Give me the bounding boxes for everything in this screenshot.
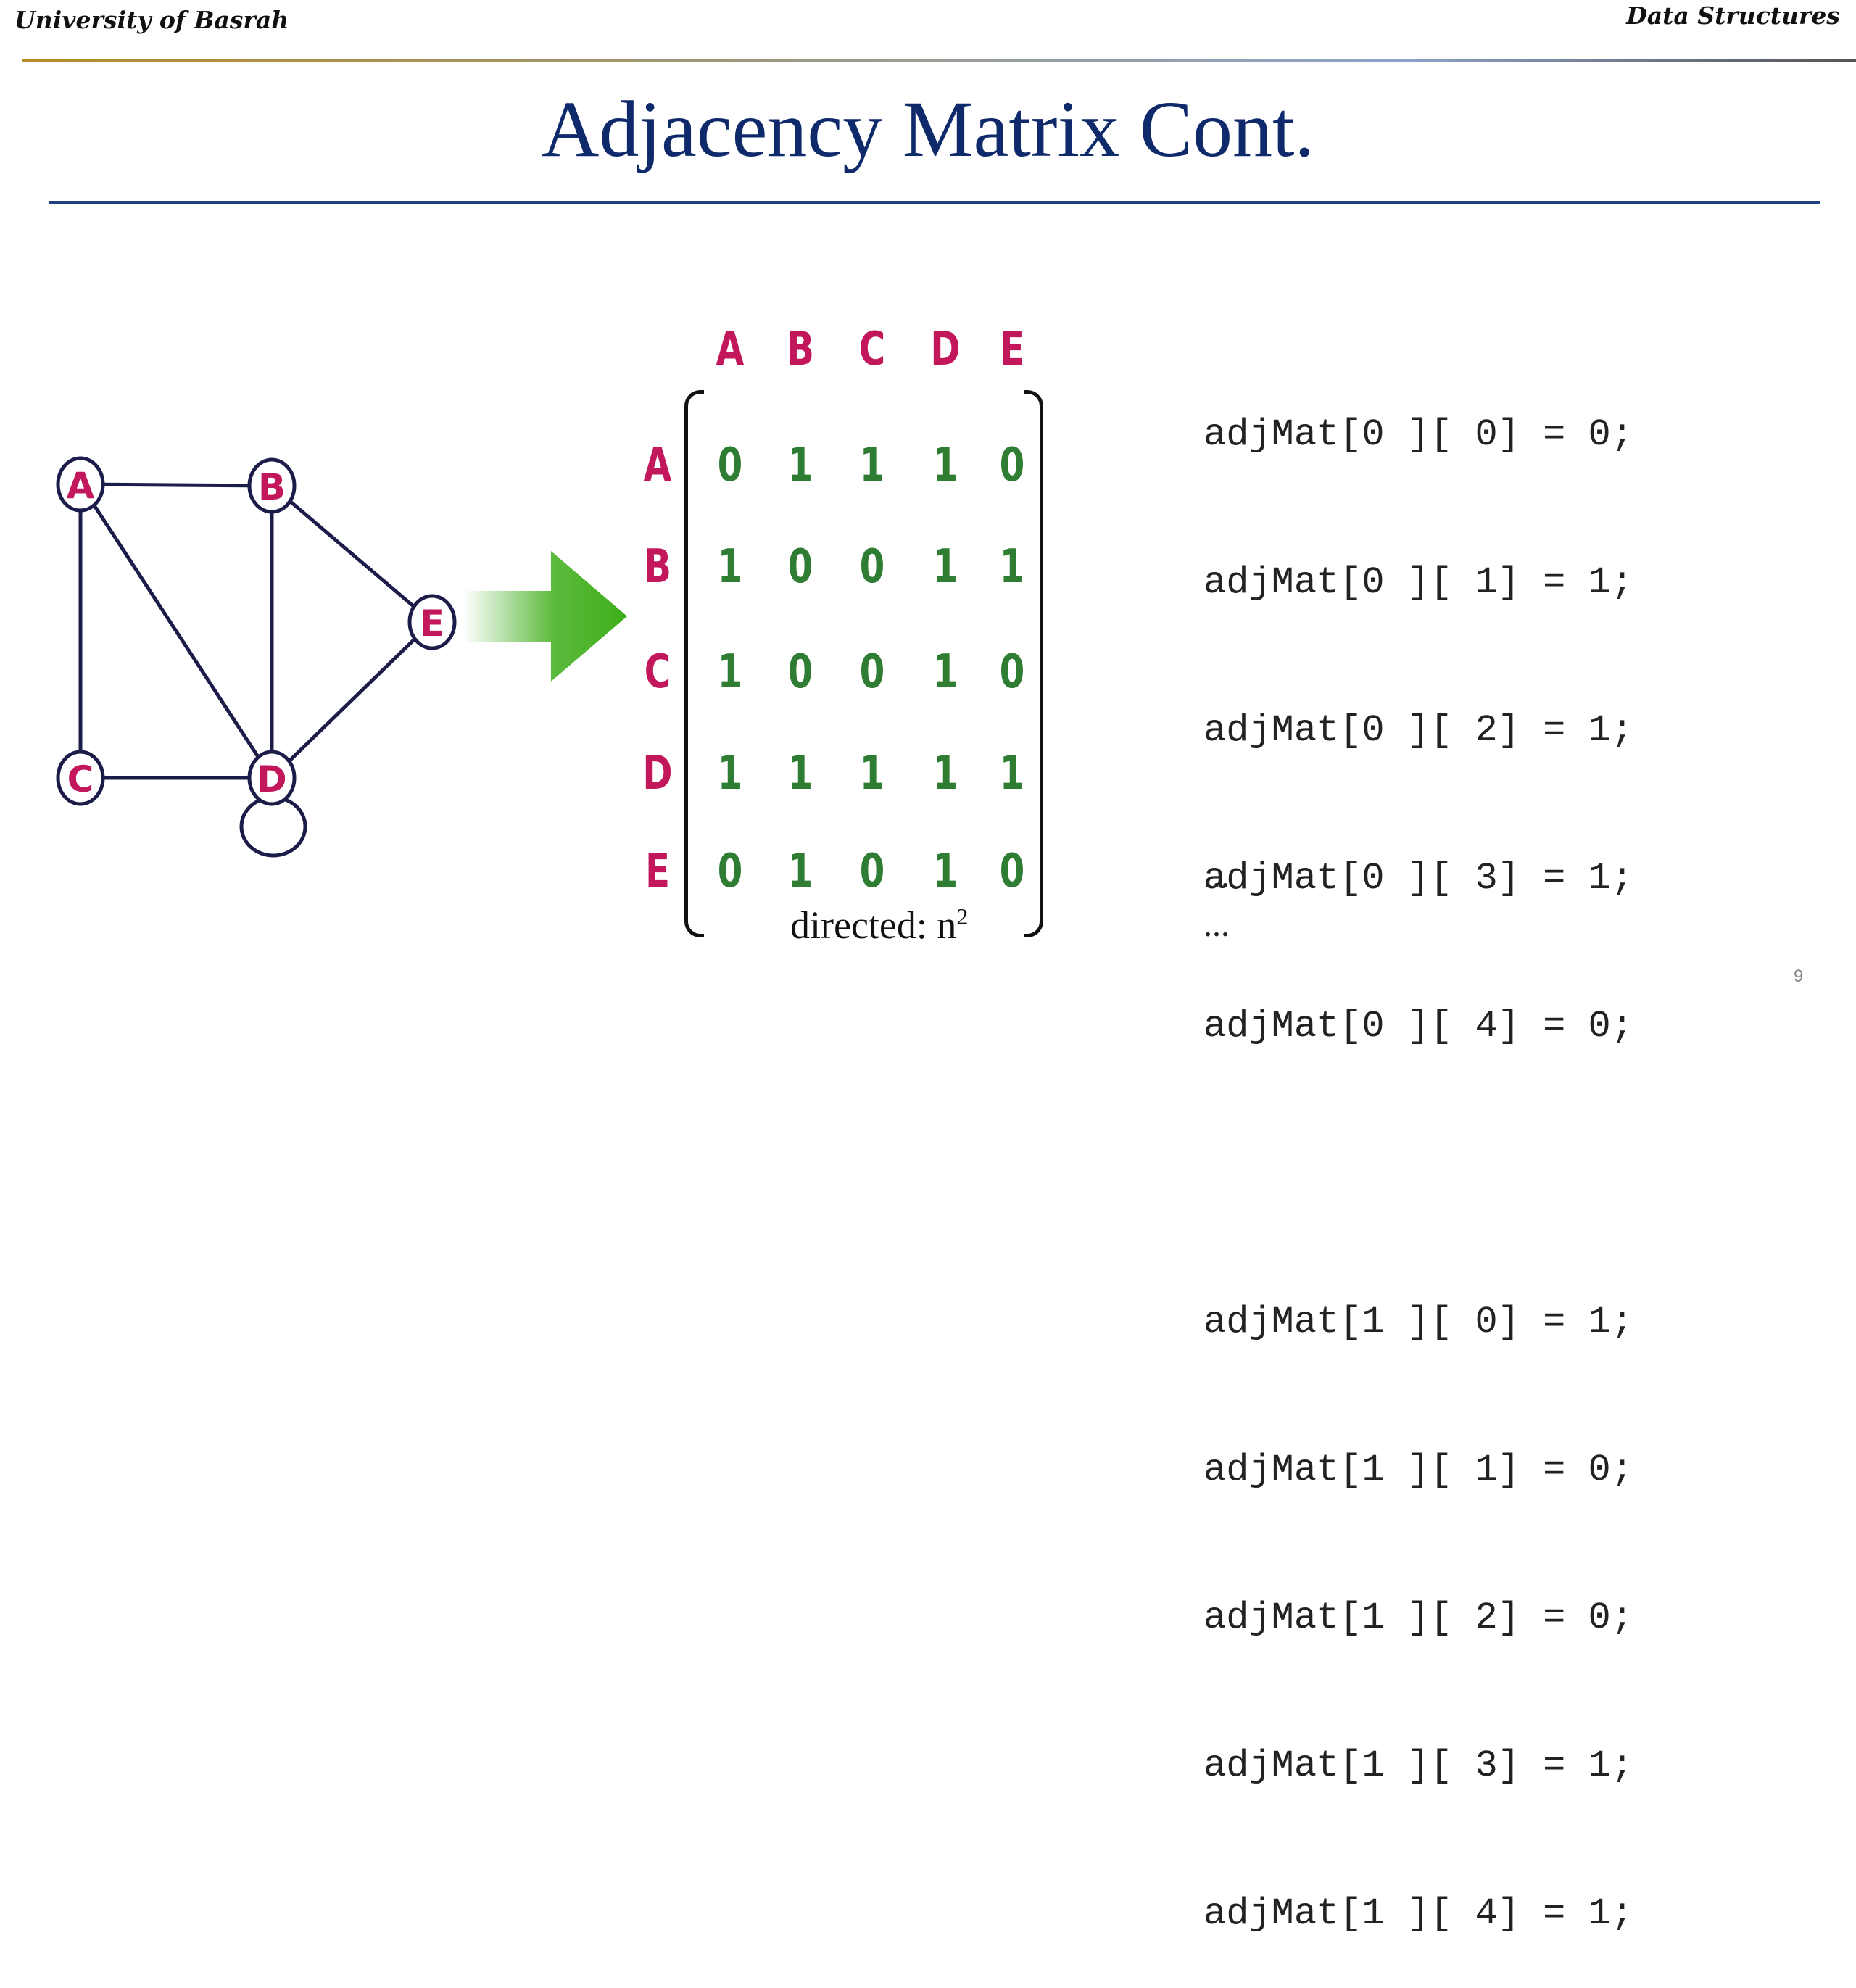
matrix-cell: 1 [932, 439, 958, 492]
matrix-cell: 0 [999, 439, 1025, 492]
matrix-cell: 1 [717, 747, 743, 800]
matrix-column-header: D [930, 323, 961, 376]
slide-title: Adjacency Matrix Cont. [541, 85, 1315, 173]
matrix-cell: 0 [999, 845, 1025, 898]
matrix-cell: 0 [999, 645, 1025, 699]
code-line: adjMat[1 ][ 3] = 1; [1204, 1744, 1633, 1787]
code-line: adjMat[1 ][ 2] = 0; [1204, 1596, 1633, 1639]
matrix-cell: 0 [717, 439, 743, 492]
page-number: 9 [1794, 966, 1804, 986]
edge-a-b [80, 482, 273, 488]
matrix-column-header: B [786, 323, 815, 376]
matrix-cell: 1 [932, 747, 958, 800]
header-course: Data Structures [1626, 1, 1840, 30]
node-a [56, 456, 105, 513]
code-ellipsis: ... [1204, 856, 1230, 895]
node-c [56, 750, 105, 806]
matrix-cell: 1 [787, 747, 813, 800]
edge-d-e [270, 621, 434, 779]
matrix-row-label: E [645, 845, 671, 898]
header-institution: University of Basrah [14, 6, 289, 34]
adjacency-matrix: A B C D E A 0 1 1 1 0 B 1 0 0 1 1 C 1 0 … [631, 312, 1066, 957]
code-line: adjMat[0 ][ 0] = 0; [1204, 413, 1633, 456]
node-label-e: E [420, 602, 444, 645]
matrix-row-label: B [643, 540, 672, 594]
matrix-cell: 1 [932, 540, 958, 594]
matrix-cell: 1 [717, 540, 743, 594]
code-line: adjMat[0 ][ 1] = 1; [1204, 561, 1633, 604]
code-line: adjMat[1 ][ 0] = 1; [1204, 1301, 1633, 1343]
matrix-cell: 1 [932, 645, 958, 699]
matrix-cell: 0 [859, 540, 885, 594]
matrix-caption: directed: n2 [790, 903, 968, 948]
graph-diagram: A B C D E [56, 456, 457, 858]
matrix-cell: 0 [787, 645, 813, 699]
matrix-cell: 1 [932, 845, 958, 898]
matrix-cell: 0 [787, 540, 813, 594]
matrix-left-bracket [684, 390, 704, 937]
self-loop-d [239, 795, 307, 858]
node-d [247, 750, 297, 806]
code-line: adjMat[0 ][ 3] = 1; [1204, 857, 1633, 900]
node-b [247, 457, 297, 514]
matrix-cell: 1 [859, 747, 885, 800]
matrix-row-label: D [642, 747, 673, 800]
caption-text: directed: n [790, 903, 957, 947]
node-label-b: B [258, 466, 286, 508]
matrix-cell: 1 [999, 747, 1025, 800]
code-line: adjMat[0 ][ 4] = 0; [1204, 1005, 1633, 1048]
matrix-right-bracket [1024, 390, 1043, 937]
matrix-cell: 1 [717, 645, 743, 699]
code-ellipsis: ... [1204, 906, 1230, 944]
matrix-cell: 1 [787, 439, 813, 492]
matrix-cell: 1 [787, 845, 813, 898]
right-arrow-icon [464, 551, 627, 682]
matrix-column-header: C [858, 323, 886, 376]
header-divider [22, 59, 1856, 62]
matrix-row-label: A [643, 439, 672, 492]
caption-exponent: 2 [956, 903, 969, 929]
matrix-cell: 0 [859, 645, 885, 699]
matrix-cell: 1 [999, 540, 1025, 594]
matrix-cell: 0 [717, 845, 743, 898]
matrix-column-header: E [999, 323, 1025, 376]
matrix-cell: 1 [859, 439, 885, 492]
code-listing: adjMat[0 ][ 0] = 0; adjMat[0 ][ 1] = 1; … [1204, 312, 1633, 1988]
title-divider [49, 201, 1820, 204]
node-label-d: D [257, 758, 287, 800]
matrix-cell: 0 [859, 845, 885, 898]
matrix-column-header: A [716, 323, 745, 376]
matrix-row-label: C [644, 645, 671, 699]
edge-a-d [78, 483, 274, 779]
code-spacer [1204, 1150, 1633, 1199]
node-label-c: C [67, 758, 94, 800]
node-label-a: A [67, 465, 95, 507]
node-e [407, 594, 457, 650]
code-line: adjMat[0 ][ 2] = 1; [1204, 709, 1633, 752]
code-line: adjMat[1 ][ 4] = 1; [1204, 1892, 1633, 1935]
edge-b-e [270, 484, 434, 624]
code-line: adjMat[1 ][ 1] = 0; [1204, 1449, 1633, 1491]
